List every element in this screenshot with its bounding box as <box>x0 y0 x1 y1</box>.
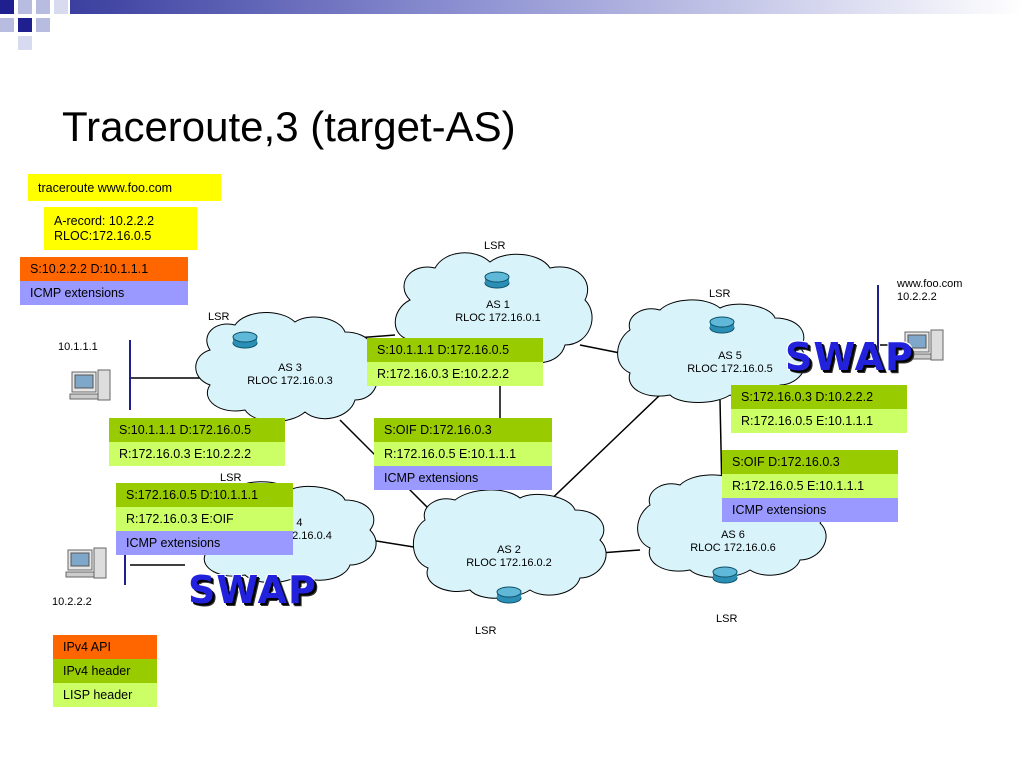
lisp-header-2: R:172.16.0.3 E:10.2.2.2 <box>109 442 285 466</box>
lisp-header-2: R:172.16.0.5 E:10.1.1.1 <box>374 442 552 466</box>
lsr-label-as1: LSR <box>484 240 506 252</box>
computer-icon <box>902 329 944 361</box>
lisp-header-1: S:OIF D:172.16.0.3 <box>374 418 552 442</box>
lisp-header-2: R:172.16.0.5 E:10.1.1.1 <box>731 409 907 433</box>
lisp-header-1: S:10.1.1.1 D:172.16.0.5 <box>109 418 285 442</box>
computer-icon <box>69 369 111 401</box>
lisp-header: R:172.16.0.3 E:OIF <box>116 507 293 531</box>
lisp-header-2: R:172.16.0.5 E:10.1.1.1 <box>722 474 898 498</box>
cloud-as6-label: AS 6 RLOC 172.16.0.6 <box>663 529 803 555</box>
icmp-extensions: ICMP extensions <box>374 466 552 490</box>
cloud-as5 <box>617 299 807 403</box>
as-rloc: RLOC 172.16.0.6 <box>690 542 776 554</box>
link-as4-as2 <box>369 539 421 549</box>
cloud-as2 <box>412 489 607 599</box>
ipv4-header: S:172.16.0.5 D:10.1.1.1 <box>116 483 293 507</box>
host-label-left-top: 10.1.1.1 <box>58 341 98 353</box>
computer-icon <box>65 547 107 579</box>
as-name: AS 6 <box>721 529 745 541</box>
ipv4-header: S:10.2.2.2 D:10.1.1.1 <box>20 257 188 281</box>
as-name: AS 2 <box>497 544 521 556</box>
traceroute-command: traceroute www.foo.com <box>28 174 221 201</box>
as-rloc: RLOC 172.16.0.3 <box>247 375 333 387</box>
lsr-label-as5: LSR <box>709 288 731 300</box>
cloud-as3-label: AS 3 RLOC 172.16.0.3 <box>220 362 360 388</box>
host-label-left-bottom: 10.2.2.2 <box>52 596 92 608</box>
lsr-label-as2: LSR <box>475 625 497 637</box>
lisp-header-1: S:10.1.1.1 D:172.16.0.5 <box>367 338 543 362</box>
lsr-label-as6: LSR <box>716 613 738 625</box>
dns-line2: RLOC:172.16.0.5 <box>54 228 152 243</box>
link-as2-as5 <box>539 394 661 511</box>
router-icon <box>484 271 510 289</box>
router-icon <box>709 316 735 334</box>
host-name: www.foo.com <box>897 278 963 290</box>
icmp-extensions: ICMP extensions <box>116 531 293 555</box>
router-icon <box>496 586 522 604</box>
icmp-extensions: ICMP extensions <box>20 281 188 305</box>
cloud-as5-label: AS 5 RLOC 172.16.0.5 <box>660 350 800 376</box>
cloud-as1-label: AS 1 RLOC 172.16.0.1 <box>428 299 568 325</box>
icmp-extensions: ICMP extensions <box>722 498 898 522</box>
host-label-right: www.foo.com 10.2.2.2 <box>897 278 962 304</box>
swap-label-left: SWAP <box>188 568 317 612</box>
router-icon <box>712 566 738 584</box>
lisp-header-1: S:OIF D:172.16.0.3 <box>722 450 898 474</box>
as-name: AS 5 <box>718 350 742 362</box>
lisp-header-1: S:172.16.0.3 D:10.2.2.2 <box>731 385 907 409</box>
router-icon <box>232 331 258 349</box>
lsr-label-as4: LSR <box>220 472 242 484</box>
dns-answer: A-record: 10.2.2.2 RLOC:172.16.0.5 <box>44 207 197 250</box>
as-rloc: 72.16.0.4 <box>286 530 332 542</box>
link-as2-as6 <box>599 549 641 554</box>
swap-label-right: SWAP <box>785 335 914 379</box>
legend-lisp-header: LISP header <box>53 683 157 707</box>
lisp-header-2: R:172.16.0.3 E:10.2.2.2 <box>367 362 543 386</box>
legend-ipv4-api: IPv4 API <box>53 635 157 659</box>
legend-ipv4-header: IPv4 header <box>53 659 157 683</box>
as-rloc: RLOC 172.16.0.2 <box>466 557 552 569</box>
as-rloc: RLOC 172.16.0.5 <box>687 363 773 375</box>
as-name: AS 3 <box>278 362 302 374</box>
lsr-label-as3: LSR <box>208 311 230 323</box>
dns-line1: A-record: 10.2.2.2 <box>54 213 155 228</box>
host-ip: 10.2.2.2 <box>897 291 937 303</box>
slide-title: Traceroute,3 (target-AS) <box>62 103 516 150</box>
as-rloc: RLOC 172.16.0.1 <box>455 312 541 324</box>
cloud-as2-label: AS 2 RLOC 172.16.0.2 <box>439 544 579 570</box>
as-name: AS 1 <box>486 299 510 311</box>
